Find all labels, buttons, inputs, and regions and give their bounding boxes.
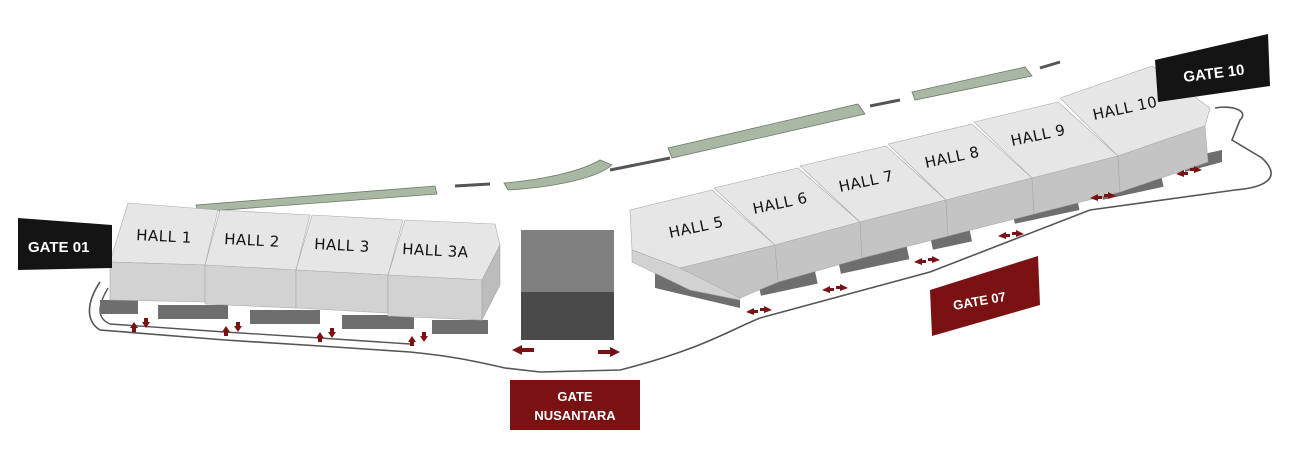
hall-3a-side <box>481 244 501 321</box>
entry-arrow-icon <box>928 256 940 263</box>
entry-arrow-icon <box>1190 166 1202 173</box>
green-strip-2 <box>503 159 613 191</box>
central-building <box>521 230 614 340</box>
perimeter-road-inner <box>99 287 411 345</box>
gate-07[interactable]: GATE 07 <box>930 256 1040 336</box>
gate-01-sign <box>18 218 112 270</box>
hall-base <box>930 227 973 250</box>
gate-10-sign <box>1155 34 1270 102</box>
entry-arrow-icon <box>130 322 138 332</box>
entry-arrow-icon <box>760 306 772 313</box>
entry-arrow-icon <box>822 286 834 293</box>
hall-label: HALL 3 <box>314 235 370 256</box>
gate-nusantara-label-line1: GATE <box>557 389 592 404</box>
entry-arrow-icon <box>234 322 242 332</box>
hall-base <box>838 245 910 274</box>
hall-base <box>757 269 818 296</box>
hall-3a-front <box>387 274 483 321</box>
green-strip-3 <box>667 103 866 159</box>
entry-arrow-icon <box>1176 170 1188 177</box>
gate-nusantara-label-line2: NUSANTARA <box>534 408 616 423</box>
gate-10[interactable]: GATE 10 <box>1155 34 1270 102</box>
entry-arrow-icon <box>598 347 620 357</box>
entry-arrow-icon <box>420 332 428 342</box>
hall-label: HALL 2 <box>224 230 280 251</box>
entry-arrow-icon <box>836 284 848 291</box>
hall-base <box>100 300 138 314</box>
entry-arrow-icon <box>408 336 416 346</box>
entry-arrow-icon <box>1012 230 1024 237</box>
hall-base <box>250 310 320 324</box>
entry-arrow-icon <box>142 318 150 328</box>
hall-2-front <box>204 264 297 309</box>
gate-01-label: GATE 01 <box>28 239 89 256</box>
entry-arrow-icon <box>1090 194 1102 201</box>
green-strip-4 <box>911 66 1033 101</box>
gate-01[interactable]: GATE 01 <box>18 218 112 270</box>
hall-3-front <box>295 269 389 314</box>
entry-arrow-icon <box>914 258 926 265</box>
gate-nusantara-sign <box>510 380 640 430</box>
entry-arrow-icon <box>512 345 534 355</box>
hall-label: HALL 3A <box>402 240 469 261</box>
gate-nusantara[interactable]: GATE NUSANTARA <box>510 380 640 430</box>
entry-arrow-icon <box>998 232 1010 239</box>
entry-arrow-icon <box>746 308 758 315</box>
entry-arrow-icon <box>222 326 230 336</box>
entry-arrows <box>130 166 1202 357</box>
central-building-top <box>521 230 614 292</box>
hall-base <box>432 320 488 334</box>
entry-arrow-icon <box>1104 192 1116 199</box>
hall-base <box>158 305 228 319</box>
entry-arrow-icon <box>328 328 336 338</box>
hall-10-side <box>1117 125 1209 193</box>
entry-arrow-icon <box>316 332 324 342</box>
gate-07-sign <box>930 256 1040 336</box>
central-building-front <box>521 292 614 340</box>
upper-road <box>454 60 1061 188</box>
green-strip-1 <box>195 185 438 213</box>
hall-base <box>342 315 414 329</box>
west-halls <box>100 202 501 334</box>
hall-label: HALL 1 <box>136 226 192 247</box>
hall-1-front <box>109 261 206 303</box>
perimeter-road <box>88 106 1272 373</box>
